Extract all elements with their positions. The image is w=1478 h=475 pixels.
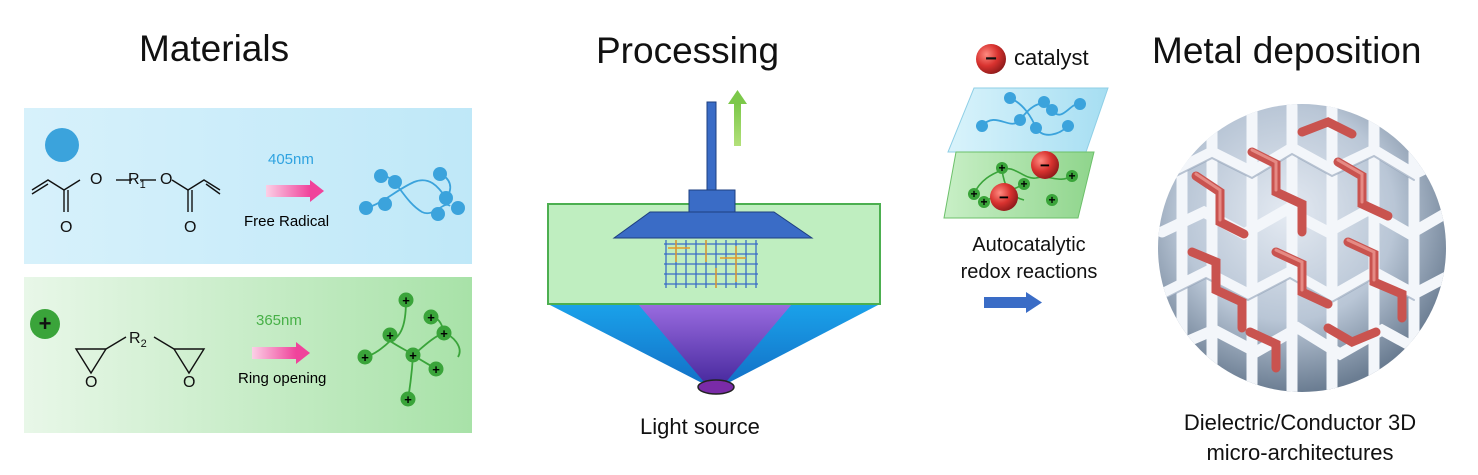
result-caption-line2: micro-architectures: [1206, 440, 1394, 465]
redox-reactions-line2: redox reactions: [960, 261, 1098, 283]
acrylate-structure: [31, 179, 221, 212]
svg-text:+: +: [404, 392, 412, 407]
printer-schematic: [547, 90, 881, 395]
catalyst-icon: −: [976, 44, 1006, 74]
adsorbed-catalyst: − −: [990, 151, 1059, 211]
epoxy-r-group: R2: [129, 330, 147, 350]
cation-bead-icon: +: [30, 309, 60, 339]
svg-text:+: +: [1068, 169, 1075, 183]
free-radical-label: Free Radical: [244, 213, 329, 230]
svg-text:−: −: [999, 188, 1009, 207]
radical-bead-icon: [45, 128, 79, 162]
lattice-highlight: [668, 240, 746, 288]
acrylate-panel: O R1 O O O 405nm Free Radical: [24, 108, 472, 264]
svg-text:+: +: [386, 328, 394, 343]
svg-text:−: −: [985, 48, 997, 70]
acrylate-oxygen-right: O: [160, 171, 172, 188]
acrylate-r-group: R1: [128, 171, 146, 191]
materials-heading: Materials: [139, 28, 290, 69]
acrylate-carbonyl-left: O: [60, 219, 72, 236]
ring-opening-label: Ring opening: [238, 370, 326, 387]
svg-text:+: +: [970, 187, 977, 201]
radical-polymer-network: [359, 167, 465, 221]
epoxy-structure: [74, 336, 206, 375]
epoxy-panel: + R2 O O 365nm Ring opening + + + + + + …: [24, 277, 472, 433]
svg-text:+: +: [361, 350, 369, 365]
svg-text:+: +: [427, 310, 435, 325]
lift-arrow-shaft: [734, 104, 741, 146]
slab-neutral-network: [976, 92, 1086, 136]
svg-text:+: +: [1048, 193, 1055, 207]
build-platform: [612, 211, 814, 239]
ring-opening-arrow-icon: [296, 342, 310, 364]
printed-lattice: [664, 240, 758, 288]
dielectric-lattice: [1158, 104, 1446, 392]
acrylate-carbonyl-right: O: [184, 219, 196, 236]
svg-text:+: +: [39, 311, 52, 336]
catalyst-label: catalyst: [1014, 45, 1089, 70]
metal-highlights: [1194, 148, 1376, 292]
free-radical-arrow-shaft: [266, 185, 310, 197]
deposition-arrow-icon: [1026, 292, 1042, 313]
neutral-polymer-slab: [947, 87, 1109, 153]
svg-text:−: −: [1040, 156, 1050, 175]
build-rod: [706, 101, 717, 191]
svg-text:+: +: [440, 326, 448, 341]
epoxy-oxygen-right: O: [183, 374, 195, 391]
svg-text:+: +: [432, 362, 440, 377]
slab-charged-network: + + + + + +: [968, 161, 1078, 209]
wavelength-365: 365nm: [256, 312, 302, 329]
free-radical-arrow-icon: [310, 180, 324, 202]
micro-architecture-sphere: [1158, 104, 1446, 392]
svg-text:+: +: [1020, 177, 1027, 191]
wavelength-405: 405nm: [268, 151, 314, 168]
light-source-icon: [697, 379, 735, 395]
result-caption-line1: Dielectric/Conductor 3D: [1183, 410, 1417, 435]
processing-heading: Processing: [596, 30, 780, 71]
deposition-arrow-shaft: [984, 297, 1026, 308]
light-source-label: Light source: [640, 414, 760, 439]
redox-schematic: − + + + + + + − −: [943, 44, 1109, 313]
epoxy-oxygen-left: O: [85, 374, 97, 391]
metal-deposition-heading: Metal deposition: [1152, 30, 1422, 71]
svg-text:+: +: [980, 195, 987, 209]
conductive-metal-struts: [1187, 117, 1407, 373]
ring-opening-arrow-shaft: [252, 347, 296, 359]
light-beam: [638, 304, 792, 382]
svg-text:+: +: [402, 293, 410, 308]
svg-text:+: +: [998, 161, 1005, 175]
redox-reactions-label: Autocatalytic redox reactions: [940, 232, 1118, 286]
redox-reactions-line1: Autocatalytic: [972, 234, 1086, 256]
result-caption: Dielectric/Conductor 3D micro-architectu…: [1150, 408, 1450, 468]
lift-arrow-icon: [728, 90, 747, 104]
cationic-polymer-network: + + + + + + + +: [357, 292, 461, 407]
build-head: [688, 189, 736, 213]
acrylate-oxygen-left: O: [90, 171, 102, 188]
svg-text:+: +: [409, 348, 417, 363]
epoxy-panel-bg: [24, 277, 472, 433]
